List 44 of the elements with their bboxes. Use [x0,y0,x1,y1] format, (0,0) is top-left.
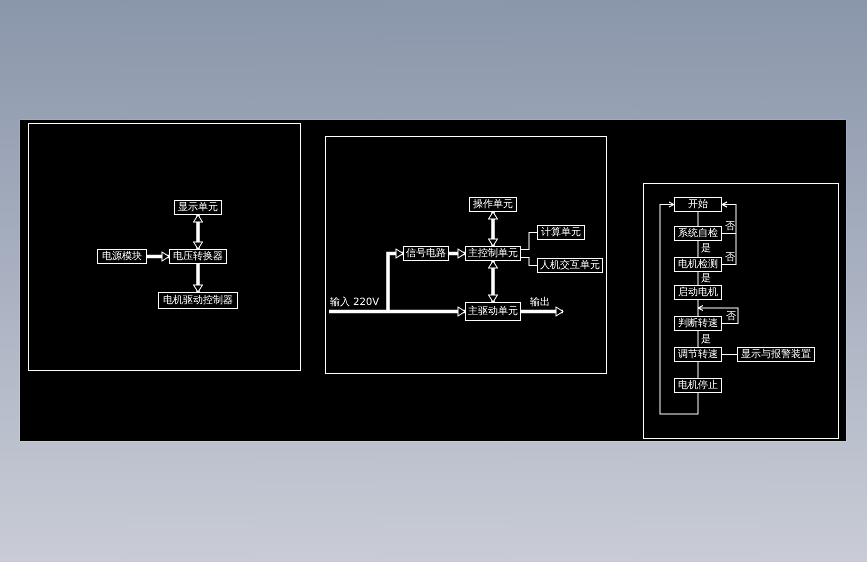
edge-label: 是 [701,273,711,284]
thick-arrow [488,260,498,302]
frame-panel [643,183,839,439]
thick-arrow [521,306,564,316]
arrow [698,305,738,324]
process-box: 显示与报警装置 [737,347,815,362]
process-box: 操作单元 [469,197,517,212]
process-box: 电机驱动控制器 [158,292,238,309]
process-box: 主控制单元 [465,246,521,261]
process-box: 人机交互单元 [537,258,603,273]
thick-arrow [449,248,466,258]
edge-label: 是 [701,334,711,345]
arrow [660,202,698,414]
edge-label: 输出 [530,296,550,308]
thick-arrow [147,252,170,262]
process-box: 计算单元 [537,225,585,240]
process-box: 显示单元 [174,200,222,215]
thick-arrow [193,214,203,250]
process-box: 开始 [674,197,722,212]
process-box: 电机检测 [674,257,722,272]
process-box: 信号电路 [403,246,449,261]
thick-arrow [329,306,466,316]
thick-arrow [488,212,498,246]
frame-panel [325,136,607,374]
process-box: 调节转速 [674,347,722,362]
process-box: 启动电机 [674,285,722,300]
edge-label: 否 [726,311,736,322]
process-box: 电源模块 [97,249,147,264]
process-box: 系统自检 [674,226,722,241]
edge-label: 否 [725,252,735,263]
connector-line [520,232,538,250]
arrow [722,202,736,265]
edge-label: 输入 220V [330,296,380,308]
edge-label: 否 [725,221,735,232]
thick-arrow [193,264,203,292]
process-box: 主驱动单元 [465,302,521,321]
frame-panel [28,123,301,371]
process-box: 电机停止 [674,378,722,393]
thick-arrow [386,248,404,312]
connector-line [722,354,738,355]
process-box: 判断转速 [674,316,722,331]
process-box: 电压转换器 [169,249,227,264]
edge-label: 是 [701,243,711,254]
connector-line [520,257,538,266]
